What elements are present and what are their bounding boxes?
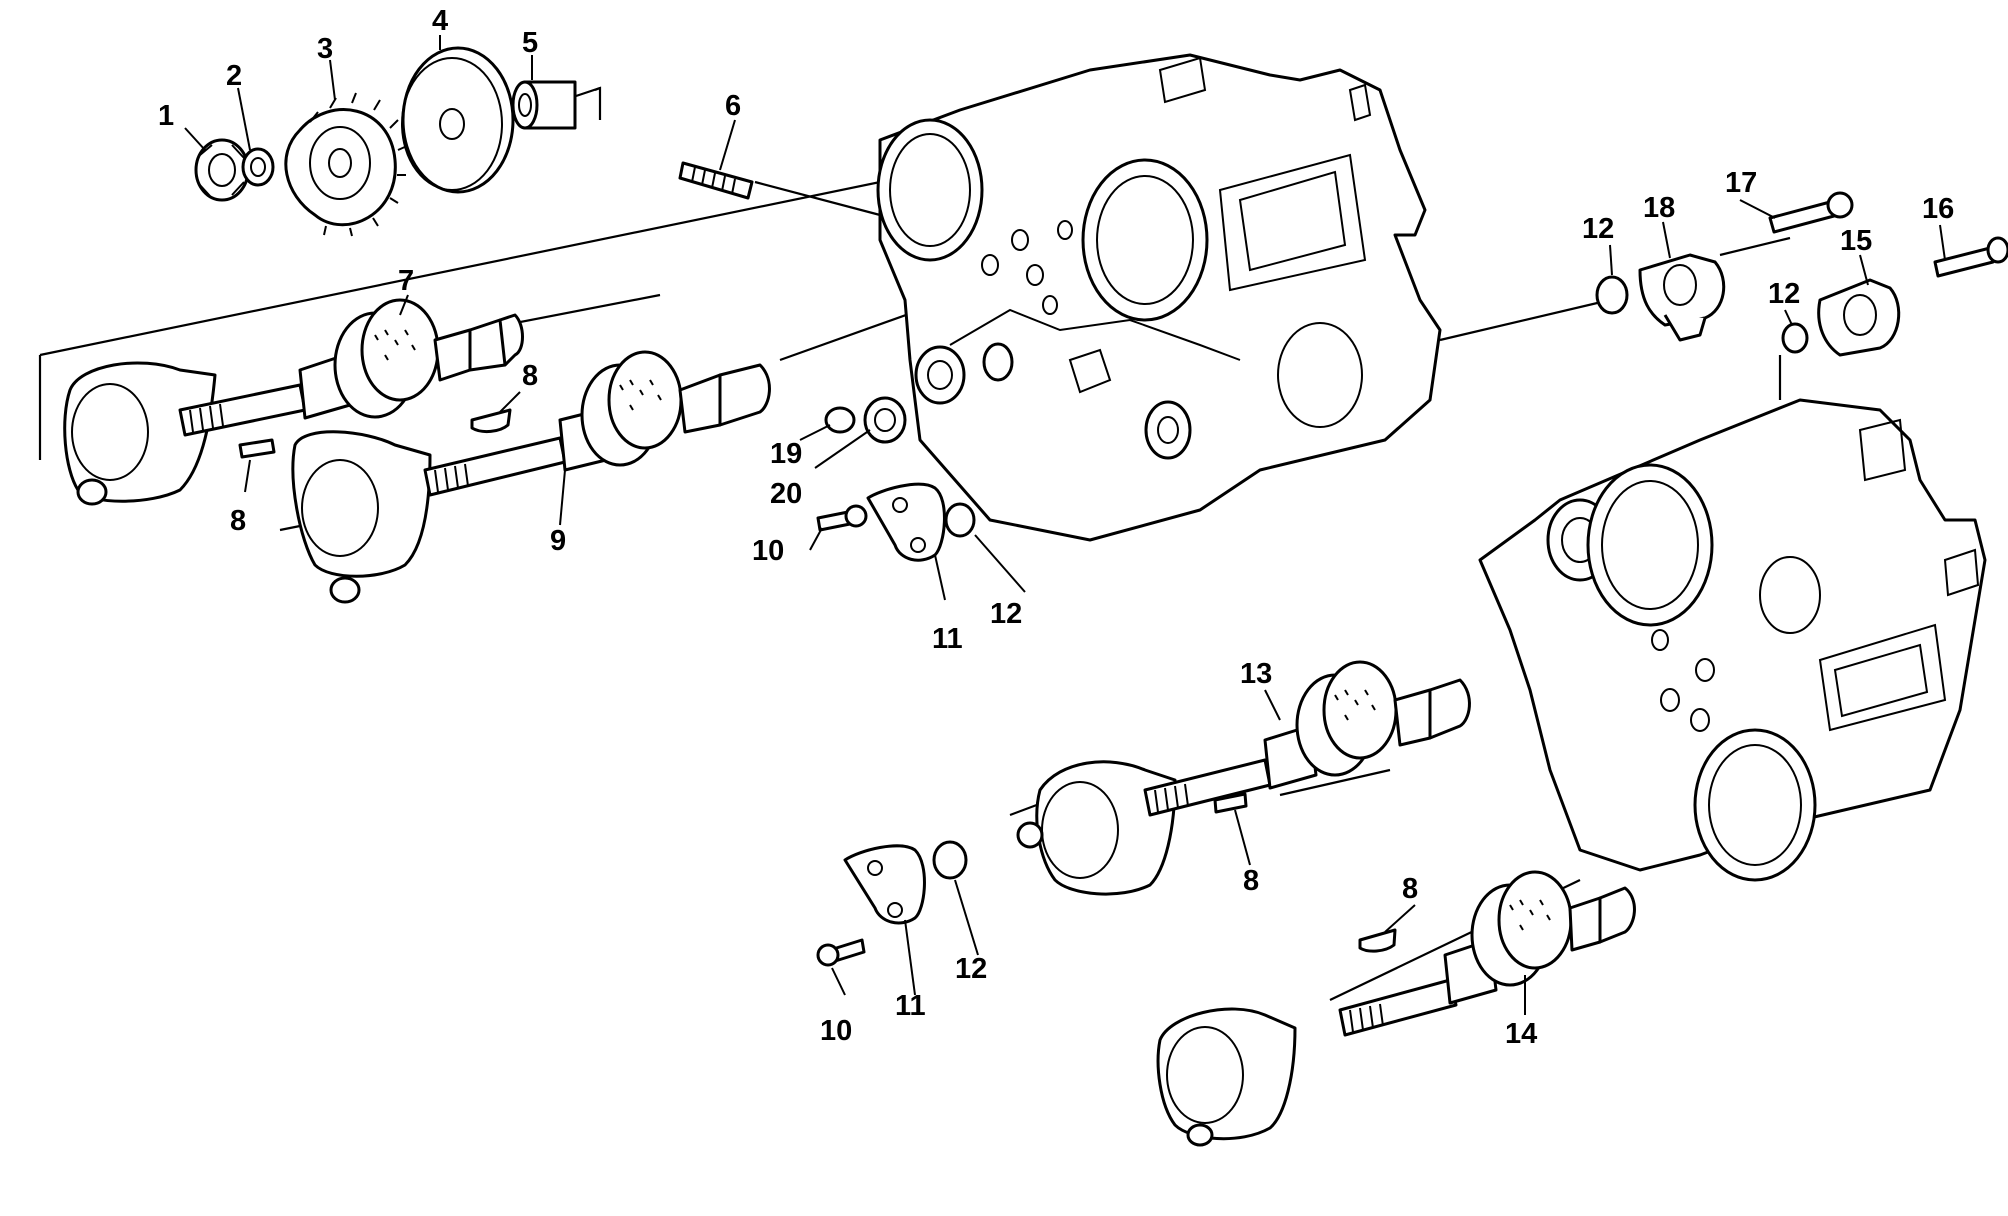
spacer-bush-part-5: [511, 80, 577, 130]
callout-8b: 8: [230, 505, 246, 537]
callout-9: 9: [550, 525, 566, 557]
callout-12b: 12: [1582, 213, 1614, 245]
bearing-cap-part-18: [1638, 253, 1726, 342]
callout-16: 16: [1922, 193, 1954, 225]
callout-18: 18: [1643, 192, 1675, 224]
o-ring-part-12a: [944, 502, 976, 538]
camshaft-assembly-part-9: [291, 350, 771, 604]
callout-12a: 12: [990, 598, 1022, 630]
callout-10b: 10: [820, 1015, 852, 1047]
timing-pulley-part-3: [284, 92, 408, 237]
o-ring-part-12b: [1595, 275, 1629, 315]
bush-part-19: [824, 406, 856, 434]
callout-11a: 11: [932, 623, 963, 655]
callout-12c: 12: [1768, 278, 1800, 310]
callout-1: 1: [158, 100, 174, 132]
callout-5: 5: [522, 27, 538, 59]
key-part-8b: [238, 438, 276, 459]
callout-14: 14: [1505, 1018, 1537, 1050]
callout-4: 4: [432, 5, 448, 37]
o-ring-part-12d: [932, 840, 968, 880]
flange-disc-part-4: [401, 46, 515, 194]
callout-labels: 1 2 3 4 5 6 7 8 8 8 8 9 10 10 11 11 12 1…: [158, 5, 1954, 1050]
callout-8a: 8: [522, 360, 538, 392]
seal-part-20: [863, 396, 907, 444]
screw-part-10a: [816, 504, 868, 532]
o-ring-part-12c: [1781, 322, 1809, 354]
camshaft-assembly-part-13: [1016, 660, 1471, 896]
washer-part-2: [241, 147, 275, 187]
key-part-8c: [1213, 792, 1248, 814]
callout-20: 20: [770, 478, 802, 510]
callout-17: 17: [1725, 167, 1757, 199]
nut-part-1: [194, 138, 250, 202]
stud-part-6: [678, 161, 754, 200]
cover-plate-part-11b: [843, 844, 926, 925]
callout-8c: 8: [1243, 865, 1259, 897]
leader-lines: [184, 35, 1946, 1015]
pump-housing-upper: [876, 53, 1442, 542]
pump-housing-lower: [1478, 398, 1987, 882]
cover-plate-part-11a: [866, 482, 946, 562]
callout-2: 2: [226, 60, 242, 92]
callout-11b: 11: [895, 990, 926, 1022]
screw-part-17: [1768, 191, 1854, 234]
callout-12d: 12: [955, 953, 987, 985]
callout-8d: 8: [1402, 873, 1418, 905]
bearing-cap-part-15: [1817, 278, 1901, 357]
screw-part-16: [1933, 236, 2008, 278]
callout-15: 15: [1840, 225, 1872, 257]
key-part-8d: [1358, 928, 1397, 953]
camshaft-assembly-part-7: [63, 298, 524, 506]
callout-10a: 10: [752, 535, 784, 567]
camshaft-assembly-part-14: [1156, 870, 1636, 1147]
screw-part-10b: [816, 938, 866, 967]
callout-13: 13: [1240, 658, 1272, 690]
callout-6: 6: [725, 90, 741, 122]
callout-3: 3: [317, 33, 333, 65]
key-part-8a: [470, 408, 512, 434]
callout-19: 19: [770, 438, 802, 470]
callout-7: 7: [398, 265, 414, 297]
